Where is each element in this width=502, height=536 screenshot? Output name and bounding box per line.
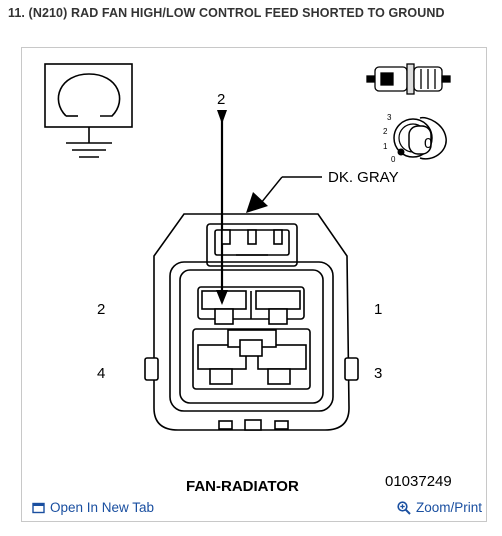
ignition-key-position: 0 (424, 135, 432, 152)
wire-color-leader (246, 176, 322, 213)
ohmmeter-symbol (44, 63, 133, 158)
pin-pointer-arrow (216, 110, 228, 305)
component-name: FAN-RADIATOR (186, 478, 299, 495)
pin-label-top-left: 2 (97, 301, 105, 318)
wire-color-label: DK. GRAY (328, 169, 399, 186)
pin-label-bottom-right: 3 (374, 365, 382, 382)
pin-label-bottom-left: 4 (97, 365, 105, 382)
connector-plug-icon (366, 63, 451, 95)
ignition-pos-0: 0 (391, 155, 396, 164)
ignition-pos-3: 3 (387, 113, 392, 122)
ignition-key-icon: 3 2 1 0 0 (383, 113, 447, 164)
open-in-new-tab-label: Open In New Tab (50, 500, 155, 515)
connector-face (144, 213, 359, 431)
zoom-print-link[interactable]: Zoom/Print (397, 500, 482, 515)
open-in-new-tab-link[interactable]: Open In New Tab (32, 500, 154, 515)
ignition-pos-1: 1 (383, 142, 388, 151)
ignition-pos-2: 2 (383, 127, 388, 136)
external-window-icon (32, 502, 45, 514)
zoom-print-label: Zoom/Print (415, 500, 482, 515)
figure-id: 01037249 (385, 473, 452, 490)
pointer-pin-label: 2 (217, 91, 225, 108)
magnifier-plus-icon (397, 500, 411, 515)
pin-label-top-right: 1 (374, 301, 382, 318)
figure-frame (21, 47, 487, 522)
page-heading: 11. (N210) RAD FAN HIGH/LOW CONTROL FEED… (8, 6, 445, 20)
